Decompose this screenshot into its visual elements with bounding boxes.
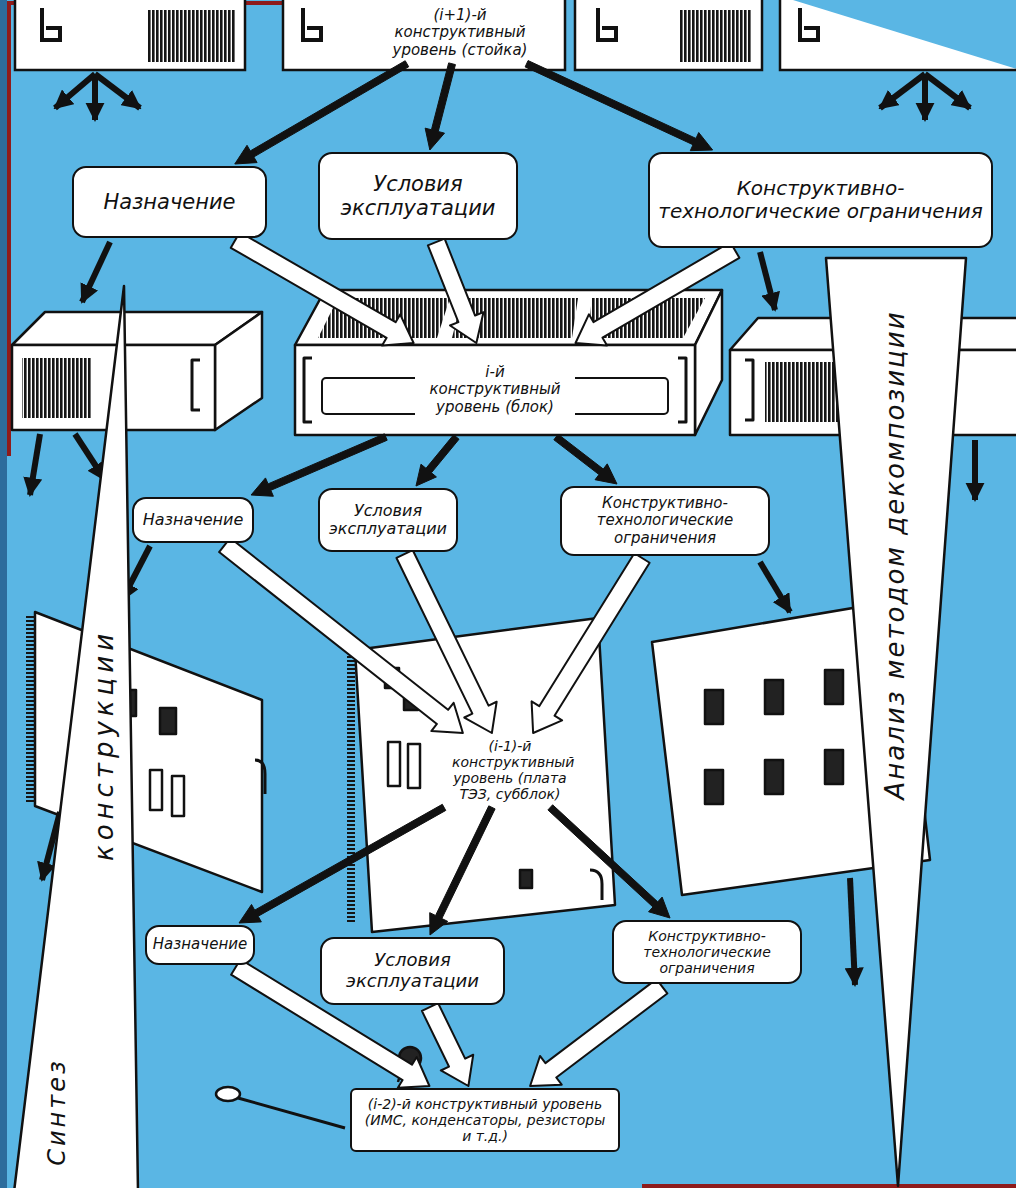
branch-arrow: [525, 61, 713, 151]
requirement-callout: Конструктивно-технологические ограничени…: [560, 486, 770, 556]
node-text: Назначение: [103, 190, 235, 214]
node-text: Назначение: [153, 936, 247, 953]
requirement-arrow: [576, 242, 740, 345]
requirement-callout: Назначение: [72, 166, 267, 238]
requirement-callout: Конструктивно-технологические ограничени…: [612, 920, 802, 984]
node-text: Условия эксплуатации: [328, 172, 508, 220]
requirement-arrow: [422, 1003, 473, 1086]
node-text: (i+1)-й конструктивный уровень (стойка): [389, 6, 531, 60]
level-box: (i-2)-й конструктивный уровень (ИМС, кон…: [350, 1088, 620, 1152]
requirement-arrow: [532, 553, 650, 733]
branch-arrow: [416, 435, 459, 486]
rack-stands: [15, 0, 1016, 70]
requirement-arrow: [231, 232, 414, 345]
requirement-callout: Условия эксплуатации: [320, 937, 505, 1005]
node-text: (i-1)-й конструктивный уровень (плата ТЭ…: [449, 737, 571, 803]
level-block: i-й конструктивный уровень (блок): [295, 345, 695, 435]
node-text: Конструктивно-технологические ограничени…: [622, 928, 792, 976]
requirement-arrow: [396, 550, 496, 733]
node-text: Условия эксплуатации: [328, 502, 448, 539]
branch-arrow: [554, 434, 617, 484]
branch-arrow: [425, 63, 455, 150]
process-label: Анализ методом декомпозиции: [881, 310, 911, 799]
process-label: конструкции: [90, 629, 120, 861]
requirement-callout: Назначение: [132, 497, 254, 543]
circuit-boards: [26, 600, 930, 932]
requirement-arrow: [530, 979, 667, 1086]
requirement-callout: Назначение: [145, 925, 255, 965]
branch-arrow: [235, 61, 409, 164]
node-text: Назначение: [143, 511, 244, 529]
branch-arrow: [548, 805, 670, 918]
level-label: (i+1)-й конструктивный уровень (стойка): [385, 4, 535, 62]
node-text: Конструктивно-технологические ограничени…: [570, 495, 760, 547]
requirement-callout: Условия эксплуатации: [318, 488, 458, 552]
node-text: Конструктивно-технологические ограничени…: [658, 177, 983, 223]
node-text: i-й конструктивный уровень (блок): [415, 362, 575, 418]
requirement-callout: Конструктивно-технологические ограничени…: [648, 152, 993, 248]
node-text: (i-2)-й конструктивный уровень (ИМС, кон…: [362, 1096, 608, 1144]
process-arrows: [14, 258, 966, 1188]
level-label: (i-1)-й конструктивный уровень (плата ТЭ…: [445, 735, 575, 805]
branch-arrow: [430, 806, 495, 935]
frame-line: [642, 1184, 1016, 1188]
requirement-callout: Условия эксплуатации: [318, 152, 518, 240]
edge-strip: [0, 0, 7, 1188]
branch-arrow: [239, 804, 446, 923]
requirement-arrow: [428, 239, 484, 343]
branch-arrow: [251, 434, 387, 496]
process-label: Синтез: [44, 1058, 72, 1166]
node-text: Условия эксплуатации: [330, 950, 495, 991]
requirement-arrow: [219, 538, 463, 733]
